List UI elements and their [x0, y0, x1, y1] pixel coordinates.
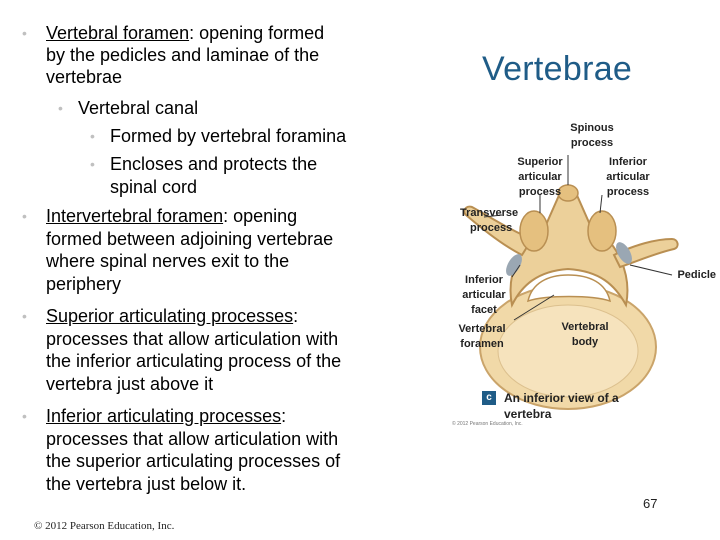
label-superior-articular-line-2: articular	[518, 171, 562, 183]
label-inferior-articular-process: Inferior articular process	[596, 155, 660, 200]
label-spinous-process-line-1: Spinous	[570, 122, 614, 134]
bullet-4-line-4: the vertebra just below it.	[46, 474, 247, 494]
bullet-2-text: : opening	[223, 206, 298, 226]
bullet-3-line-4: vertebra just above it	[46, 374, 214, 394]
label-superior-articular-line-3: process	[518, 186, 562, 198]
inferior-articular-facet-right	[616, 242, 632, 264]
vertebra-figure: Spinous process Superior articular proce…	[450, 115, 720, 435]
superior-articular-process-left	[519, 210, 549, 252]
bullet-2-line-1: Intervertebral foramen: opening	[46, 205, 297, 227]
caption-line-2: vertebra	[504, 407, 552, 421]
slide-title: Vertebrae	[482, 50, 633, 88]
term-inferior-articulating: Inferior articulating processes	[46, 406, 282, 426]
caption-badge: c	[482, 391, 496, 405]
bullet-4-line-1: Inferior articulating processes:	[46, 405, 286, 427]
inferior-articular-facet-left	[506, 254, 522, 276]
bullet-dot: •	[22, 308, 27, 324]
sub-sub-bullet-a: Formed by vertebral foramina	[110, 126, 347, 146]
label-transverse-process: Transverse process	[460, 206, 540, 236]
label-vertebral-body-line-2: body	[571, 336, 599, 348]
bullet-dot: •	[22, 408, 27, 424]
label-inferior-facet-line-3: facet	[471, 304, 497, 316]
bullet-1-text: : opening formed	[189, 23, 325, 43]
bullet-dot: •	[90, 128, 95, 144]
bullet-dot: •	[22, 25, 27, 41]
bullet-2-line-3: where spinal nerves exit to the	[46, 251, 290, 271]
copyright-notice: © 2012 Pearson Education, Inc.	[34, 520, 175, 532]
bullet-4-line-2: processes that allow articulation with	[46, 429, 339, 449]
transverse-process-left	[463, 205, 534, 257]
bullet-dot: •	[90, 156, 95, 172]
vertebra-illustration	[463, 155, 679, 410]
sub-sub-bullet-b-line-2: spinal cord	[110, 177, 198, 197]
bullet-1-line-3: vertebrae	[46, 67, 123, 87]
bullet-4-colon: :	[281, 406, 287, 426]
label-inferior-facet-line-2: articular	[462, 289, 506, 301]
bullet-3-line-2: processes that allow articulation with	[46, 329, 339, 349]
bullet-4-line-3: the superior articulating processes of	[46, 451, 341, 471]
sub-bullet-vertebral-canal: Vertebral canal	[78, 98, 199, 118]
label-superior-articular-line-1: Superior	[517, 156, 563, 168]
label-spinous-process: Spinous process	[552, 121, 632, 151]
label-inferior-articular-line-1: Inferior	[609, 156, 647, 168]
bullet-1-line-2: by the pedicles and laminae of the	[46, 45, 320, 65]
figure-caption: An inferior view of a vertebra	[504, 390, 619, 422]
vertebral-body-inner	[497, 304, 639, 398]
label-inferior-articular-facet: Inferior articular facet	[454, 273, 514, 318]
label-vertebral-foramen: Vertebral foramen	[450, 322, 514, 352]
bullet-2-line-2: formed between adjoining vertebrae	[46, 229, 334, 249]
label-vertebral-body: Vertebral body	[548, 320, 622, 350]
label-spinous-process-line-2: process	[570, 137, 614, 149]
label-inferior-facet-line-1: Inferior	[465, 274, 503, 286]
bullet-3-line-3: the inferior articulating process of the	[46, 351, 342, 371]
term-superior-articulating: Superior articulating processes	[46, 306, 294, 326]
bullet-3-line-1: Superior articulating processes:	[46, 305, 298, 327]
label-transverse-line-1: Transverse	[460, 207, 519, 219]
label-pedicle: Pedicle	[677, 269, 716, 281]
sub-sub-bullet-b-line-1: Encloses and protects the	[110, 154, 318, 174]
bullet-2-line-4: periphery	[46, 274, 122, 294]
term-vertebral-foramen: Vertebral foramen	[46, 23, 190, 43]
caption-line-1: An inferior view of a	[504, 391, 619, 405]
superior-articular-process-right	[587, 210, 617, 252]
figure-copyright: © 2012 Pearson Education, Inc.	[452, 421, 523, 427]
bullet-3-colon: :	[293, 306, 299, 326]
bullet-dot: •	[22, 208, 27, 224]
label-vertebral-foramen-line-2: foramen	[460, 338, 504, 350]
label-transverse-line-2: process	[470, 222, 513, 234]
vertebral-foramen-shape	[526, 274, 612, 303]
page-number: 67	[643, 496, 658, 511]
label-vertebral-body-line-1: Vertebral	[561, 321, 609, 333]
label-inferior-articular-line-2: articular	[606, 171, 650, 183]
bullet-dot: •	[58, 100, 63, 116]
label-superior-articular-process: Superior articular process	[508, 155, 572, 200]
label-vertebral-foramen-line-1: Vertebral	[458, 323, 506, 335]
bullet-1-line-1: Vertebral foramen: opening formed	[46, 22, 324, 44]
label-inferior-articular-line-3: process	[606, 186, 650, 198]
term-intervertebral-foramen: Intervertebral foramen	[46, 206, 224, 226]
